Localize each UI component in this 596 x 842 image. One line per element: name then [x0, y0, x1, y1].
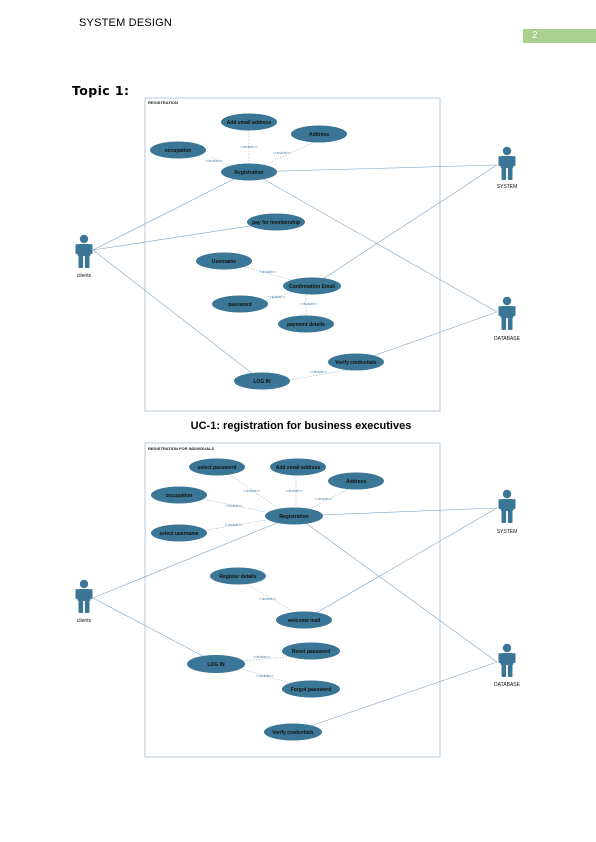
usecase-reset-password: Reset password — [282, 642, 340, 660]
svg-text:payment details: payment details — [287, 322, 325, 328]
svg-text:welcome mail: welcome mail — [287, 618, 321, 624]
include-label: <<include>> — [225, 523, 243, 527]
include-label: <<include>> — [240, 145, 258, 149]
svg-text:Address: Address — [346, 479, 366, 485]
include-label: <<include>> — [315, 497, 333, 501]
include-label: <<include>> — [259, 270, 277, 274]
include-labels: <<include>> <<include>> <<include>> <<in… — [205, 145, 328, 374]
actor-system-label: SYSTEM — [497, 529, 518, 535]
actors: clients SYSTEM DATABASE — [75, 489, 521, 688]
association-lines — [92, 164, 498, 382]
svg-text:LOG IN: LOG IN — [253, 379, 271, 385]
usecase-select-username: select username — [151, 524, 207, 542]
include-label: <<include>> — [225, 504, 243, 508]
usecase-forgot-password: Forgot password — [282, 680, 340, 698]
svg-text:Reset password: Reset password — [292, 649, 330, 655]
svg-text:Username: Username — [212, 259, 236, 265]
usecase-address: Address — [291, 125, 347, 143]
actor-clients-icon — [75, 234, 93, 268]
include-lines — [206, 473, 351, 686]
svg-text:Registration: Registration — [279, 514, 308, 520]
actor-clients-label: clients — [77, 273, 92, 279]
actors: clients SYSTEM DATABASE — [75, 146, 521, 342]
include-label: <<include>> — [310, 370, 328, 374]
diagram-registration: REGISTRATION <<include>> <<include>> <<i… — [75, 97, 521, 412]
system-boundary-frame — [144, 97, 441, 412]
svg-text:LOG IN: LOG IN — [207, 662, 225, 668]
svg-text:Verify credentials: Verify credentials — [335, 360, 377, 366]
usecase-registration: Registration — [265, 507, 323, 525]
topic-heading: Topic 1: — [72, 83, 130, 98]
actor-clients-label: clients — [77, 618, 92, 624]
actor-database-label: DATABASE — [494, 336, 521, 342]
usecase-occupation: occupation — [151, 486, 207, 504]
usecase-verify-credentials: Verify credentials — [328, 353, 384, 371]
usecase-address: Address — [328, 472, 384, 490]
actor-database-label: DATABASE — [494, 682, 521, 688]
usecase-confirmation-email: Confirmation Email — [283, 277, 341, 295]
page-number: 2 — [523, 29, 596, 43]
svg-text:Verify credentials: Verify credentials — [272, 730, 314, 736]
include-labels: <<include>> <<include>> <<include>> <<in… — [225, 489, 333, 678]
svg-text:Add email address: Add email address — [227, 120, 272, 126]
actor-clients-icon — [75, 579, 93, 613]
include-label: <<include>> — [273, 151, 291, 155]
actor-database-icon — [498, 643, 516, 677]
usecase-occupation: occupation — [150, 141, 206, 159]
usecase-verify-credentials: Verify credentials — [264, 723, 322, 741]
usecase-login: LOG IN — [234, 372, 290, 390]
include-label: <<include>> — [243, 489, 261, 493]
usecase-payment-details: payment details — [278, 315, 334, 333]
svg-text:select username: select username — [159, 531, 198, 537]
svg-text:select password: select password — [198, 465, 237, 471]
svg-text:occupation: occupation — [165, 148, 192, 154]
include-label: <<include>> — [268, 295, 286, 299]
usecase-add-email: Add email address — [270, 458, 326, 476]
svg-text:Register details: Register details — [219, 574, 256, 580]
include-label: <<include>> — [256, 674, 274, 678]
svg-text:occupation: occupation — [166, 493, 193, 499]
frame-label: REGISTRATION FOR INDIVIDUALS — [148, 446, 214, 451]
usecase-username: Username — [196, 252, 252, 270]
system-boundary-frame — [144, 442, 441, 758]
usecase-select-password: select password — [189, 458, 245, 476]
diagram-registration-individuals: REGISTRATION FOR INDIVIDUALS <<include>>… — [75, 442, 521, 758]
svg-text:Add email address: Add email address — [276, 465, 321, 471]
svg-text:Confirmation Email: Confirmation Email — [289, 284, 335, 290]
actor-database-icon — [498, 296, 516, 330]
actor-system-icon — [498, 146, 516, 180]
svg-text:pay for membership: pay for membership — [252, 220, 300, 226]
usecase-login: LOG IN — [187, 655, 245, 673]
usecase-pay-membership: pay for membership — [247, 213, 305, 231]
actor-system-icon — [498, 489, 516, 523]
association-lines — [92, 507, 498, 733]
include-label: <<include>> — [259, 597, 277, 601]
include-label: <<include>> — [285, 489, 303, 493]
svg-text:password: password — [228, 302, 251, 308]
usecase-password: password — [212, 295, 268, 313]
svg-text:Registration: Registration — [234, 170, 263, 176]
frame-label: REGISTRATION — [148, 100, 178, 105]
use-cases: select password Add email address Addres… — [151, 458, 384, 741]
usecase-registration: Registration — [221, 163, 277, 181]
usecase-welcome-mail: welcome mail — [276, 611, 332, 629]
svg-text:Address: Address — [309, 132, 329, 138]
include-label: <<include>> — [253, 655, 271, 659]
header-title: SYSTEM DESIGN — [79, 17, 173, 29]
use-cases: Add email address Address occupation Reg… — [150, 113, 384, 390]
svg-text:Forgot password: Forgot password — [291, 687, 332, 693]
usecase-add-email: Add email address — [221, 113, 277, 131]
usecase-register-details: Register details — [210, 567, 266, 585]
actor-system-label: SYSTEM — [497, 184, 518, 190]
include-label: <<include>> — [300, 302, 318, 306]
diagram-caption: UC-1: registration for business executiv… — [190, 420, 412, 432]
include-label: <<include>> — [205, 159, 223, 163]
